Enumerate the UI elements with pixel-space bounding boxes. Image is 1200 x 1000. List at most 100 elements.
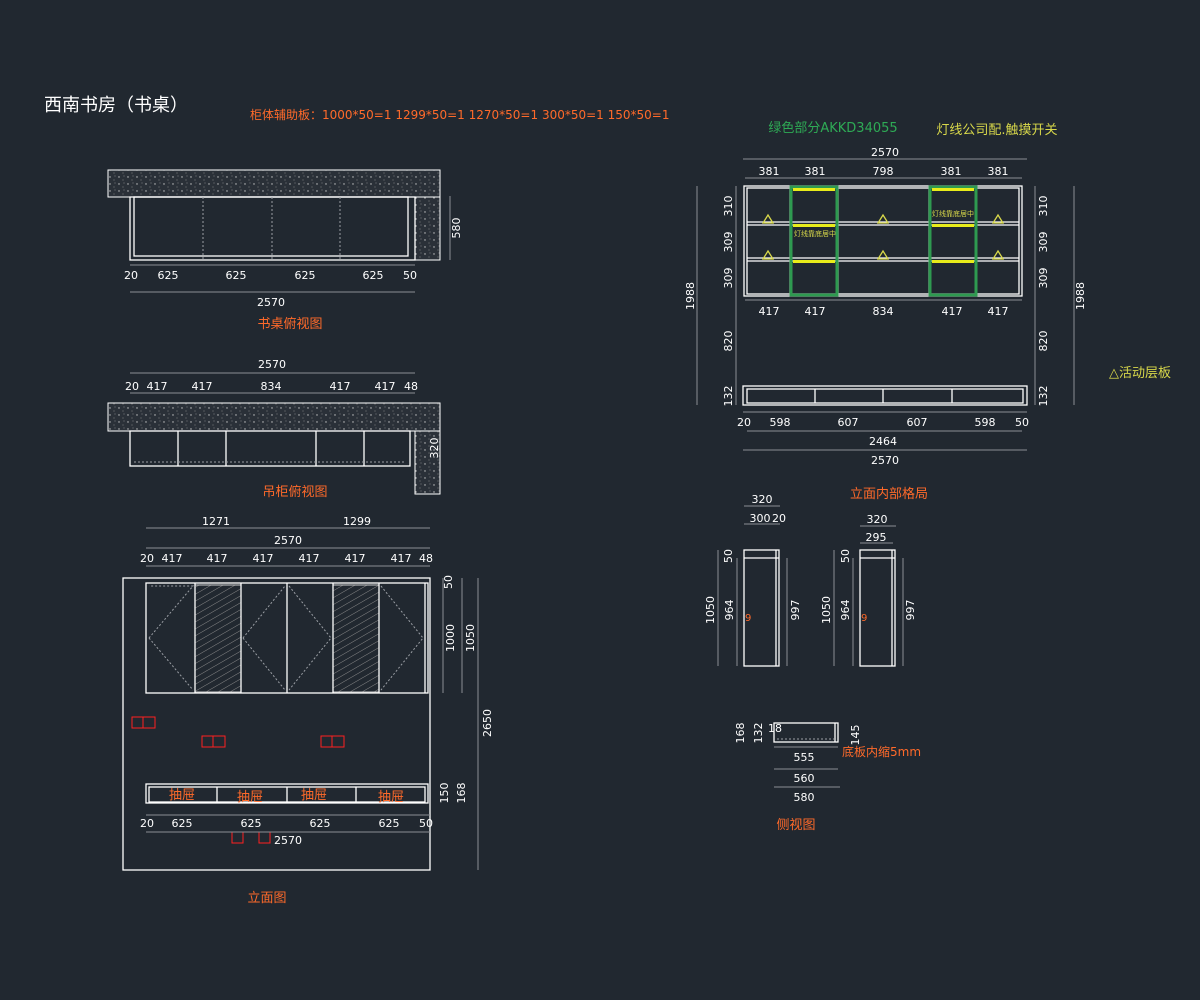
dim: 310 <box>722 196 735 217</box>
dim: 48 <box>404 380 418 393</box>
dim-total: 2570 <box>274 834 302 847</box>
dim: 417 <box>253 552 274 565</box>
view-label: 立面图 <box>247 891 286 906</box>
dim: 798 <box>873 165 894 178</box>
dim: 381 <box>941 165 962 178</box>
dim: 820 <box>722 331 735 352</box>
drawer-label: 抽屉 <box>169 788 195 803</box>
dim: 20 <box>140 552 154 565</box>
desk-top-view: 20 625 625 625 625 50 2570 580 书桌俯视图 <box>107 169 463 332</box>
dim-total: 2570 <box>257 296 285 309</box>
dim: 625 <box>172 817 193 830</box>
dim: 964 <box>723 600 736 621</box>
aux-boards-note: 柜体辅助板：1000*50=1 1299*50=1 1270*50=1 300*… <box>250 108 669 122</box>
dim: 50 <box>442 575 455 589</box>
dim: 132 <box>752 723 765 744</box>
dim: 9 <box>861 613 867 624</box>
dim: 320 <box>867 513 888 526</box>
dim: 300 <box>750 512 771 525</box>
dim: 310 <box>1037 196 1050 217</box>
dim: 580 <box>794 791 815 804</box>
dim: 309 <box>1037 232 1050 253</box>
dim: 132 <box>1037 386 1050 407</box>
dim: 598 <box>975 416 996 429</box>
dim: 309 <box>1037 268 1050 289</box>
dim: 1271 <box>202 515 230 528</box>
dim: 555 <box>794 751 815 764</box>
dim: 625 <box>226 269 247 282</box>
dim: 964 <box>839 600 852 621</box>
dim: 820 <box>1037 331 1050 352</box>
dim: 20 <box>125 380 139 393</box>
dim: 168 <box>455 783 468 804</box>
dim: 48 <box>419 552 433 565</box>
light-strip <box>793 188 974 263</box>
view-label: 吊柜俯视图 <box>262 484 327 500</box>
base-inset-note: 底板内缩5mm <box>842 744 921 759</box>
adjustable-shelf-triangle-icon <box>761 213 1005 260</box>
dim: 168 <box>734 723 747 744</box>
dim: 295 <box>866 531 887 544</box>
dim: 607 <box>838 416 859 429</box>
dim: 625 <box>241 817 262 830</box>
side-view: 320 300 20 50 1050 964 9 997 320 295 50 … <box>704 493 921 833</box>
dim: 997 <box>904 600 917 621</box>
interior-layout-view: 绿色部分AKKD34055 灯线公司配.触摸开关 2570 381 381 79… <box>684 120 1171 502</box>
dim: 417 <box>391 552 412 565</box>
dim-depth: 320 <box>428 438 441 459</box>
dim: 560 <box>794 772 815 785</box>
dim: 309 <box>722 232 735 253</box>
dim: 381 <box>805 165 826 178</box>
dim: 320 <box>752 493 773 506</box>
dim: 1000 <box>444 624 457 652</box>
dim: 9 <box>745 613 751 624</box>
dim: 417 <box>207 552 228 565</box>
dim: 150 <box>438 783 451 804</box>
dim: 50 <box>839 549 852 563</box>
dim: 417 <box>330 380 351 393</box>
dim: 834 <box>261 380 282 393</box>
wall-cabinet-top-view: 2570 20 417 417 834 417 417 48 320 吊柜俯视图 <box>107 358 441 500</box>
dim: 20 <box>772 512 786 525</box>
dim: 417 <box>299 552 320 565</box>
dim: 417 <box>805 305 826 318</box>
dim-total: 2570 <box>258 358 286 371</box>
dim: 18 <box>768 722 782 735</box>
dim: 1299 <box>343 515 371 528</box>
dim: 309 <box>722 268 735 289</box>
dim: 1050 <box>820 596 833 624</box>
dim: 1050 <box>704 596 717 624</box>
light-note: 灯线公司配.触摸开关 <box>936 123 1057 138</box>
dim: 417 <box>147 380 168 393</box>
dim: 625 <box>310 817 331 830</box>
dim: 417 <box>942 305 963 318</box>
dim: 50 <box>1015 416 1029 429</box>
dim: 625 <box>158 269 179 282</box>
elevation-view: 1271 1299 2570 20 417 417 417 417 417 41… <box>122 515 494 906</box>
adjustable-shelf-note: △活动层板 <box>1109 366 1171 381</box>
dim: 145 <box>849 725 862 746</box>
dim: 417 <box>162 552 183 565</box>
dim: 625 <box>363 269 384 282</box>
drawer-label: 抽屉 <box>301 788 327 803</box>
view-label: 立面内部格局 <box>850 486 928 502</box>
dim: 625 <box>379 817 400 830</box>
dim: 598 <box>770 416 791 429</box>
dim-total: 2570 <box>871 454 899 467</box>
dim-total: 2570 <box>274 534 302 547</box>
dim: 50 <box>722 549 735 563</box>
dim: 20 <box>737 416 751 429</box>
dim: 417 <box>345 552 366 565</box>
dim: 417 <box>988 305 1009 318</box>
dim: 1988 <box>1074 282 1087 310</box>
light-tag: 灯线靠底居中 <box>794 229 836 238</box>
dim: 20 <box>124 269 138 282</box>
light-tag: 灯线靠底居中 <box>932 209 974 218</box>
dim: 625 <box>295 269 316 282</box>
dim: 417 <box>375 380 396 393</box>
dim: 50 <box>403 269 417 282</box>
dim: 1050 <box>464 624 477 652</box>
view-label: 书桌俯视图 <box>257 316 322 332</box>
dim: 132 <box>722 386 735 407</box>
dim: 997 <box>789 600 802 621</box>
